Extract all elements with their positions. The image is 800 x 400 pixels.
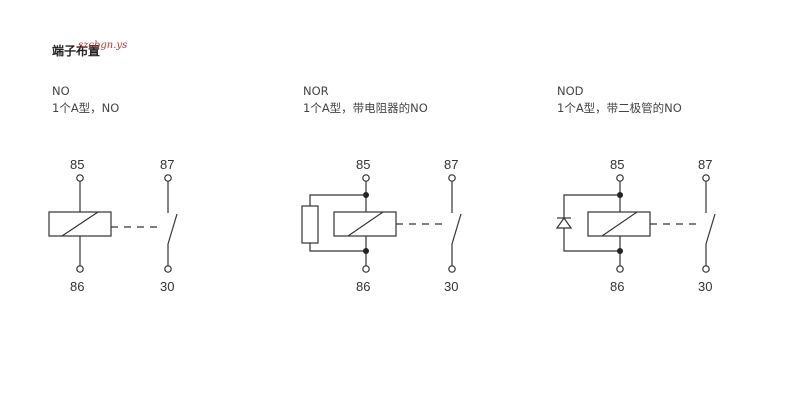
terminal-87-icon bbox=[164, 174, 172, 182]
terminal-86-label: 86 bbox=[356, 279, 370, 294]
resistor-wire-top bbox=[309, 194, 366, 206]
terminal-87-label: 87 bbox=[444, 157, 458, 172]
panel-no-desc: 1个A型，NO bbox=[52, 101, 120, 115]
terminal-30-label: 30 bbox=[444, 279, 458, 294]
diode-wire bbox=[563, 194, 620, 252]
switch-contact bbox=[451, 213, 462, 245]
panel-nor-circuit: 85 86 87 30 bbox=[301, 157, 462, 294]
terminal-87-icon bbox=[702, 174, 710, 182]
coil-diagonal bbox=[61, 211, 99, 237]
panel-no-code: NO bbox=[52, 84, 70, 98]
coil-diagonal bbox=[601, 211, 638, 237]
panel-nor-desc: 1个A型，带电阻器的NO bbox=[303, 101, 428, 115]
terminal-30-label: 30 bbox=[698, 279, 712, 294]
panel-nor-code: NOR bbox=[303, 84, 329, 98]
terminal-86-icon bbox=[362, 265, 370, 273]
watermark: szcbgn.ys bbox=[78, 40, 128, 51]
terminal-87-label: 87 bbox=[160, 157, 174, 172]
terminal-85-icon bbox=[616, 174, 624, 182]
panel-nod-desc: 1个A型，带二极管的NO bbox=[557, 101, 682, 115]
switch-contact bbox=[705, 213, 716, 245]
switch-contact bbox=[167, 213, 178, 245]
terminal-86-icon bbox=[76, 265, 84, 273]
terminal-30-label: 30 bbox=[160, 279, 174, 294]
terminal-30-icon bbox=[448, 265, 456, 273]
terminal-85-label: 85 bbox=[610, 157, 624, 172]
terminal-85-label: 85 bbox=[356, 157, 370, 172]
terminal-85-label: 85 bbox=[70, 157, 84, 172]
page-heading: 端子布置 bbox=[52, 44, 101, 58]
diode-icon bbox=[555, 216, 573, 229]
terminal-86-label: 86 bbox=[610, 279, 624, 294]
resistor-wire-bottom bbox=[309, 243, 366, 252]
terminal-85-icon bbox=[362, 174, 370, 182]
terminal-85-icon bbox=[76, 174, 84, 182]
terminal-30-icon bbox=[702, 265, 710, 273]
coil-diagonal bbox=[347, 211, 384, 237]
panel-nod-code: NOD bbox=[557, 84, 584, 98]
terminal-86-label: 86 bbox=[70, 279, 84, 294]
resistor bbox=[301, 205, 319, 244]
terminal-87-icon bbox=[448, 174, 456, 182]
terminal-86-icon bbox=[616, 265, 624, 273]
junction-dot bbox=[617, 248, 623, 254]
panel-no-circuit: 85 86 87 30 bbox=[48, 157, 178, 294]
terminal-30-icon bbox=[164, 265, 172, 273]
junction-dot bbox=[363, 248, 369, 254]
terminal-87-label: 87 bbox=[698, 157, 712, 172]
panel-nod-circuit: 85 86 87 30 bbox=[555, 157, 716, 294]
